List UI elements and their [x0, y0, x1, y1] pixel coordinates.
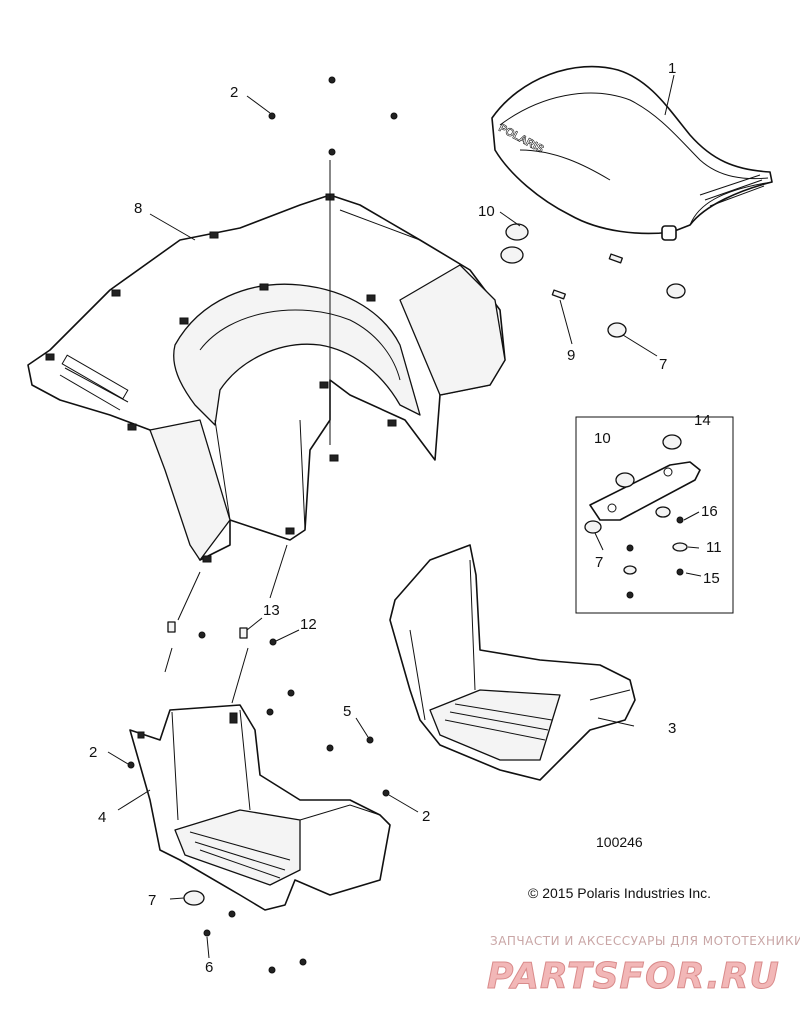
callout-7-box: 7 — [595, 554, 603, 571]
watermark: ЗАПЧАСТИ И АКСЕССУАРЫ ДЛЯ МОТОТЕХНИКИ PA… — [487, 934, 800, 998]
leader-lines — [107, 74, 702, 959]
right-footwell — [389, 544, 636, 781]
callout-16: 16 — [701, 503, 718, 520]
callout-10-box: 10 — [594, 430, 611, 447]
callout-12: 12 — [300, 616, 317, 633]
callout-7-bottom: 7 — [148, 892, 156, 909]
callout-9: 9 — [567, 347, 575, 364]
left-footwell — [129, 704, 391, 911]
callout-2-right: 2 — [422, 808, 430, 825]
rear-fender — [27, 193, 506, 563]
callout-13: 13 — [263, 602, 280, 619]
callout-11: 11 — [706, 539, 722, 556]
callout-5: 5 — [343, 703, 351, 720]
callout-2-top: 2 — [230, 84, 238, 101]
callout-6: 6 — [205, 959, 213, 976]
watermark-tagline: ЗАПЧАСТИ И АКСЕССУАРЫ ДЛЯ МОТОТЕХНИКИ — [490, 934, 800, 948]
callout-10-top: 10 — [478, 203, 495, 220]
callout-7-top: 7 — [659, 356, 667, 373]
callouts: 1 2 8 10 9 7 14 10 16 11 7 15 13 12 5 3 … — [89, 60, 722, 976]
callout-2-left: 2 — [89, 744, 97, 761]
drawing-number: 100246 — [596, 834, 643, 850]
callout-1: 1 — [668, 60, 676, 77]
copyright-text: © 2015 Polaris Industries Inc. — [528, 885, 711, 901]
callout-15: 15 — [703, 570, 720, 587]
callout-14: 14 — [694, 412, 711, 429]
seat: POLARIS — [491, 65, 773, 241]
bracket-kit-box — [575, 416, 734, 614]
callout-3: 3 — [668, 720, 676, 737]
callout-4: 4 — [98, 809, 106, 826]
watermark-logo: PARTSFOR.RU — [487, 956, 780, 997]
callout-8: 8 — [134, 200, 142, 217]
